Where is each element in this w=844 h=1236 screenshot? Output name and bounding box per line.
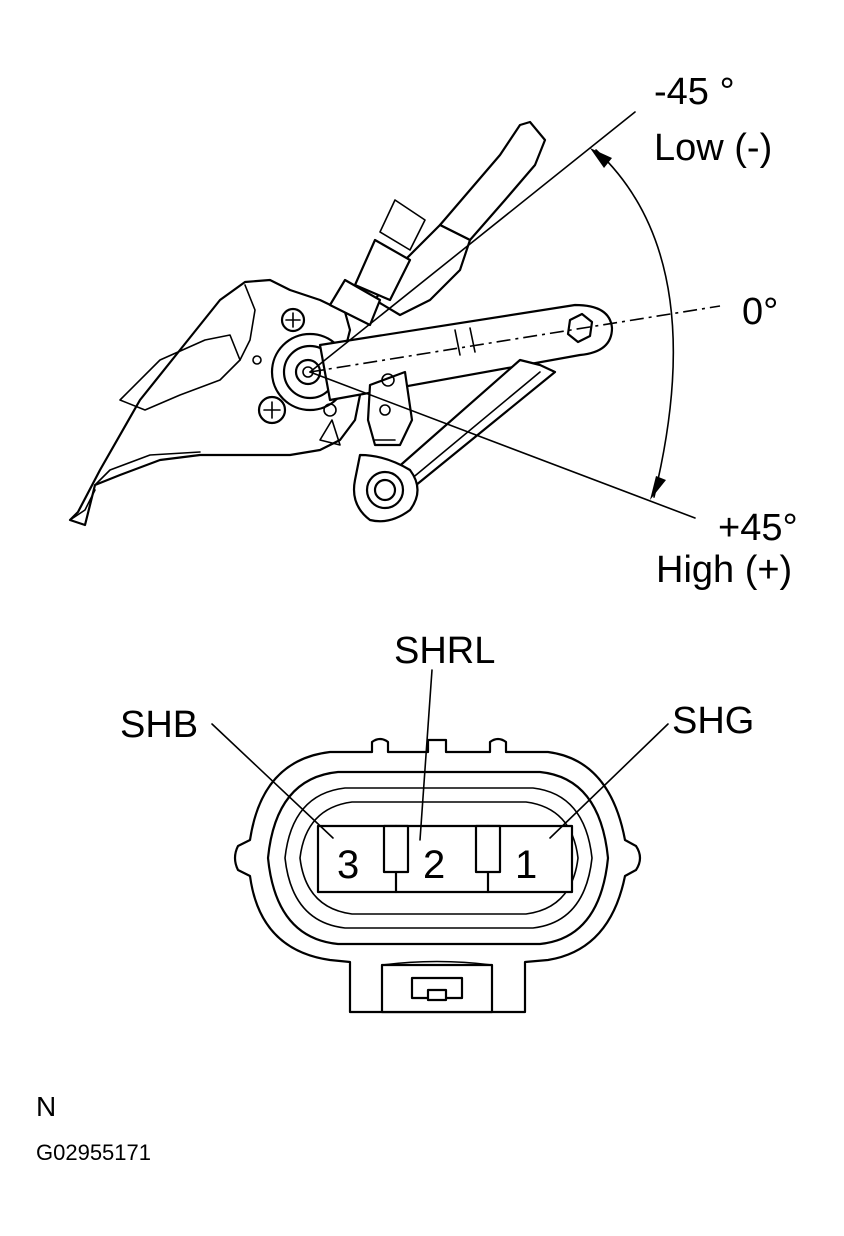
angle-high-label: High (+) (656, 549, 792, 591)
terminal-shg-label: SHG (672, 700, 754, 742)
view-letter: N (36, 1091, 56, 1122)
figure-id: G02955171 (36, 1140, 151, 1165)
terminal-shb-label: SHB (120, 704, 198, 746)
angle-pos45-label: +45° (718, 507, 798, 549)
pin-3-number: 3 (337, 843, 359, 887)
sensor-cable (328, 120, 547, 327)
pin-1-number: 1 (515, 843, 537, 887)
shb-leader-line (211, 723, 334, 839)
angle-neg45-label: -45 ° (654, 71, 735, 113)
height-sensor-illustration: -45 ° Low (-) 0° +45° High (+) (68, 71, 798, 591)
link-rod (352, 358, 557, 523)
shrl-leader-line (419, 669, 433, 841)
bracket-screw-lower (257, 395, 287, 425)
connector-illustration: 3 2 1 SHB SHRL SHG (120, 630, 754, 1014)
angle-zero-label: 0° (742, 291, 778, 333)
stopper-tab (366, 370, 414, 447)
terminal-block (316, 824, 574, 894)
angle-low-label: Low (-) (654, 127, 772, 169)
bracket-screw-upper (280, 307, 306, 333)
terminal-shrl-label: SHRL (394, 630, 495, 672)
pin-2-number: 2 (423, 843, 445, 887)
angle-reference-lines (309, 111, 721, 519)
shg-leader-line (549, 723, 669, 839)
